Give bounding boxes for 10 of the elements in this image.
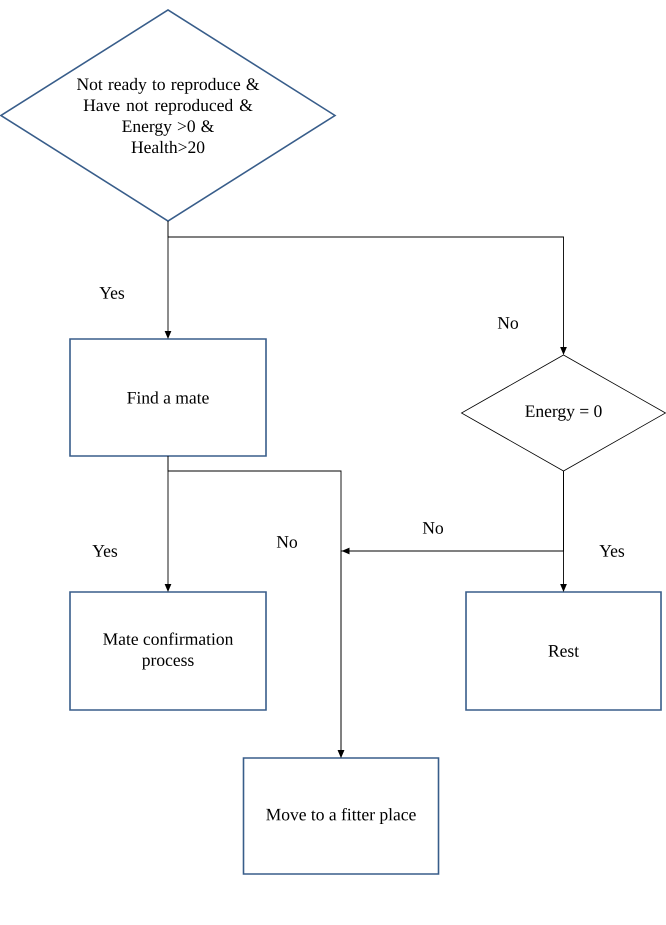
process-box: Find a mate bbox=[69, 338, 267, 457]
edge-label: Yes bbox=[91, 544, 119, 558]
process-box: Move to a fitter place bbox=[242, 757, 440, 875]
process-box: Rest bbox=[465, 591, 662, 711]
edge-label: No bbox=[275, 535, 299, 549]
edge-label: Yes bbox=[98, 286, 126, 300]
edge-label: No bbox=[421, 521, 445, 535]
process-box: Mate confirmation process bbox=[69, 591, 267, 711]
edge-label: Yes bbox=[598, 544, 626, 558]
edge-label: No bbox=[496, 316, 520, 330]
